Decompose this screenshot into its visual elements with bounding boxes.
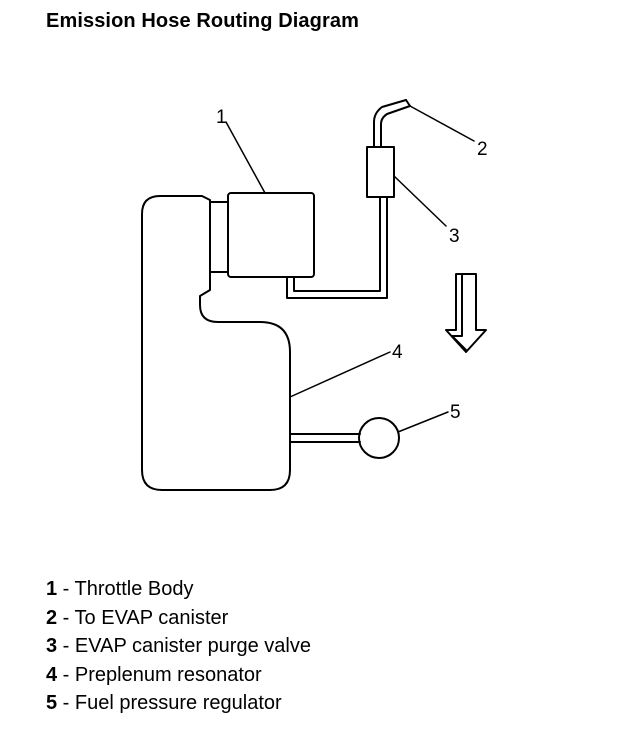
legend-separator: - bbox=[57, 692, 75, 714]
legend-item-evap-canister: 2 - To EVAP canister bbox=[46, 604, 311, 633]
legend-item-preplenum-resonator: 4 - Preplenum resonator bbox=[46, 661, 311, 690]
legend-separator: - bbox=[57, 663, 75, 686]
legend-number: 1 bbox=[46, 578, 58, 600]
leader-line-2 bbox=[409, 105, 475, 142]
legend-separator: - bbox=[57, 635, 75, 657]
leader-line-3 bbox=[393, 175, 447, 227]
legend-item-fuel-pressure-regulator: 5 - Fuel pressure regulator bbox=[46, 689, 311, 718]
legend-label: EVAP canister purge valve bbox=[74, 635, 311, 657]
legend-item-throttle-body: 1 - Throttle Body bbox=[46, 575, 311, 604]
fuel-pressure-regulator bbox=[358, 417, 400, 459]
callout-5: 5 bbox=[450, 402, 461, 423]
legend-separator: - bbox=[57, 578, 75, 600]
legend-label: Throttle Body bbox=[74, 578, 194, 600]
leader-line-5 bbox=[397, 411, 449, 433]
evap-canister-hose bbox=[373, 99, 407, 148]
down-arrow-icon bbox=[445, 273, 487, 353]
legend-number: 5 bbox=[46, 692, 58, 714]
legend-number: 2 bbox=[46, 606, 58, 629]
legend-label: Preplenum resonator bbox=[74, 663, 262, 686]
hose-routing-diagram: 1 2 3 4 5 bbox=[141, 99, 488, 491]
callout-4: 4 bbox=[392, 342, 403, 363]
preplenum-resonator bbox=[141, 195, 291, 491]
legend-number: 4 bbox=[46, 663, 58, 686]
throttle-body bbox=[227, 192, 315, 278]
legend-separator: - bbox=[57, 606, 75, 629]
callout-3: 3 bbox=[449, 226, 460, 247]
leader-line-1 bbox=[225, 121, 266, 194]
legend-number: 3 bbox=[46, 635, 58, 657]
legend-label: Fuel pressure regulator bbox=[74, 692, 282, 714]
leader-line-4 bbox=[289, 351, 391, 398]
legend-label: To EVAP canister bbox=[74, 606, 229, 629]
evap-purge-valve bbox=[366, 146, 395, 198]
callout-2: 2 bbox=[477, 139, 488, 160]
legend-item-purge-valve: 3 - EVAP canister purge valve bbox=[46, 632, 311, 661]
resonator-neck bbox=[209, 201, 229, 273]
diagram-title: Emission Hose Routing Diagram bbox=[46, 10, 359, 32]
purge-hose bbox=[286, 196, 388, 299]
callout-1: 1 bbox=[216, 107, 227, 128]
component-legend: 1 - Throttle Body 2 - To EVAP canister 3… bbox=[46, 575, 311, 718]
